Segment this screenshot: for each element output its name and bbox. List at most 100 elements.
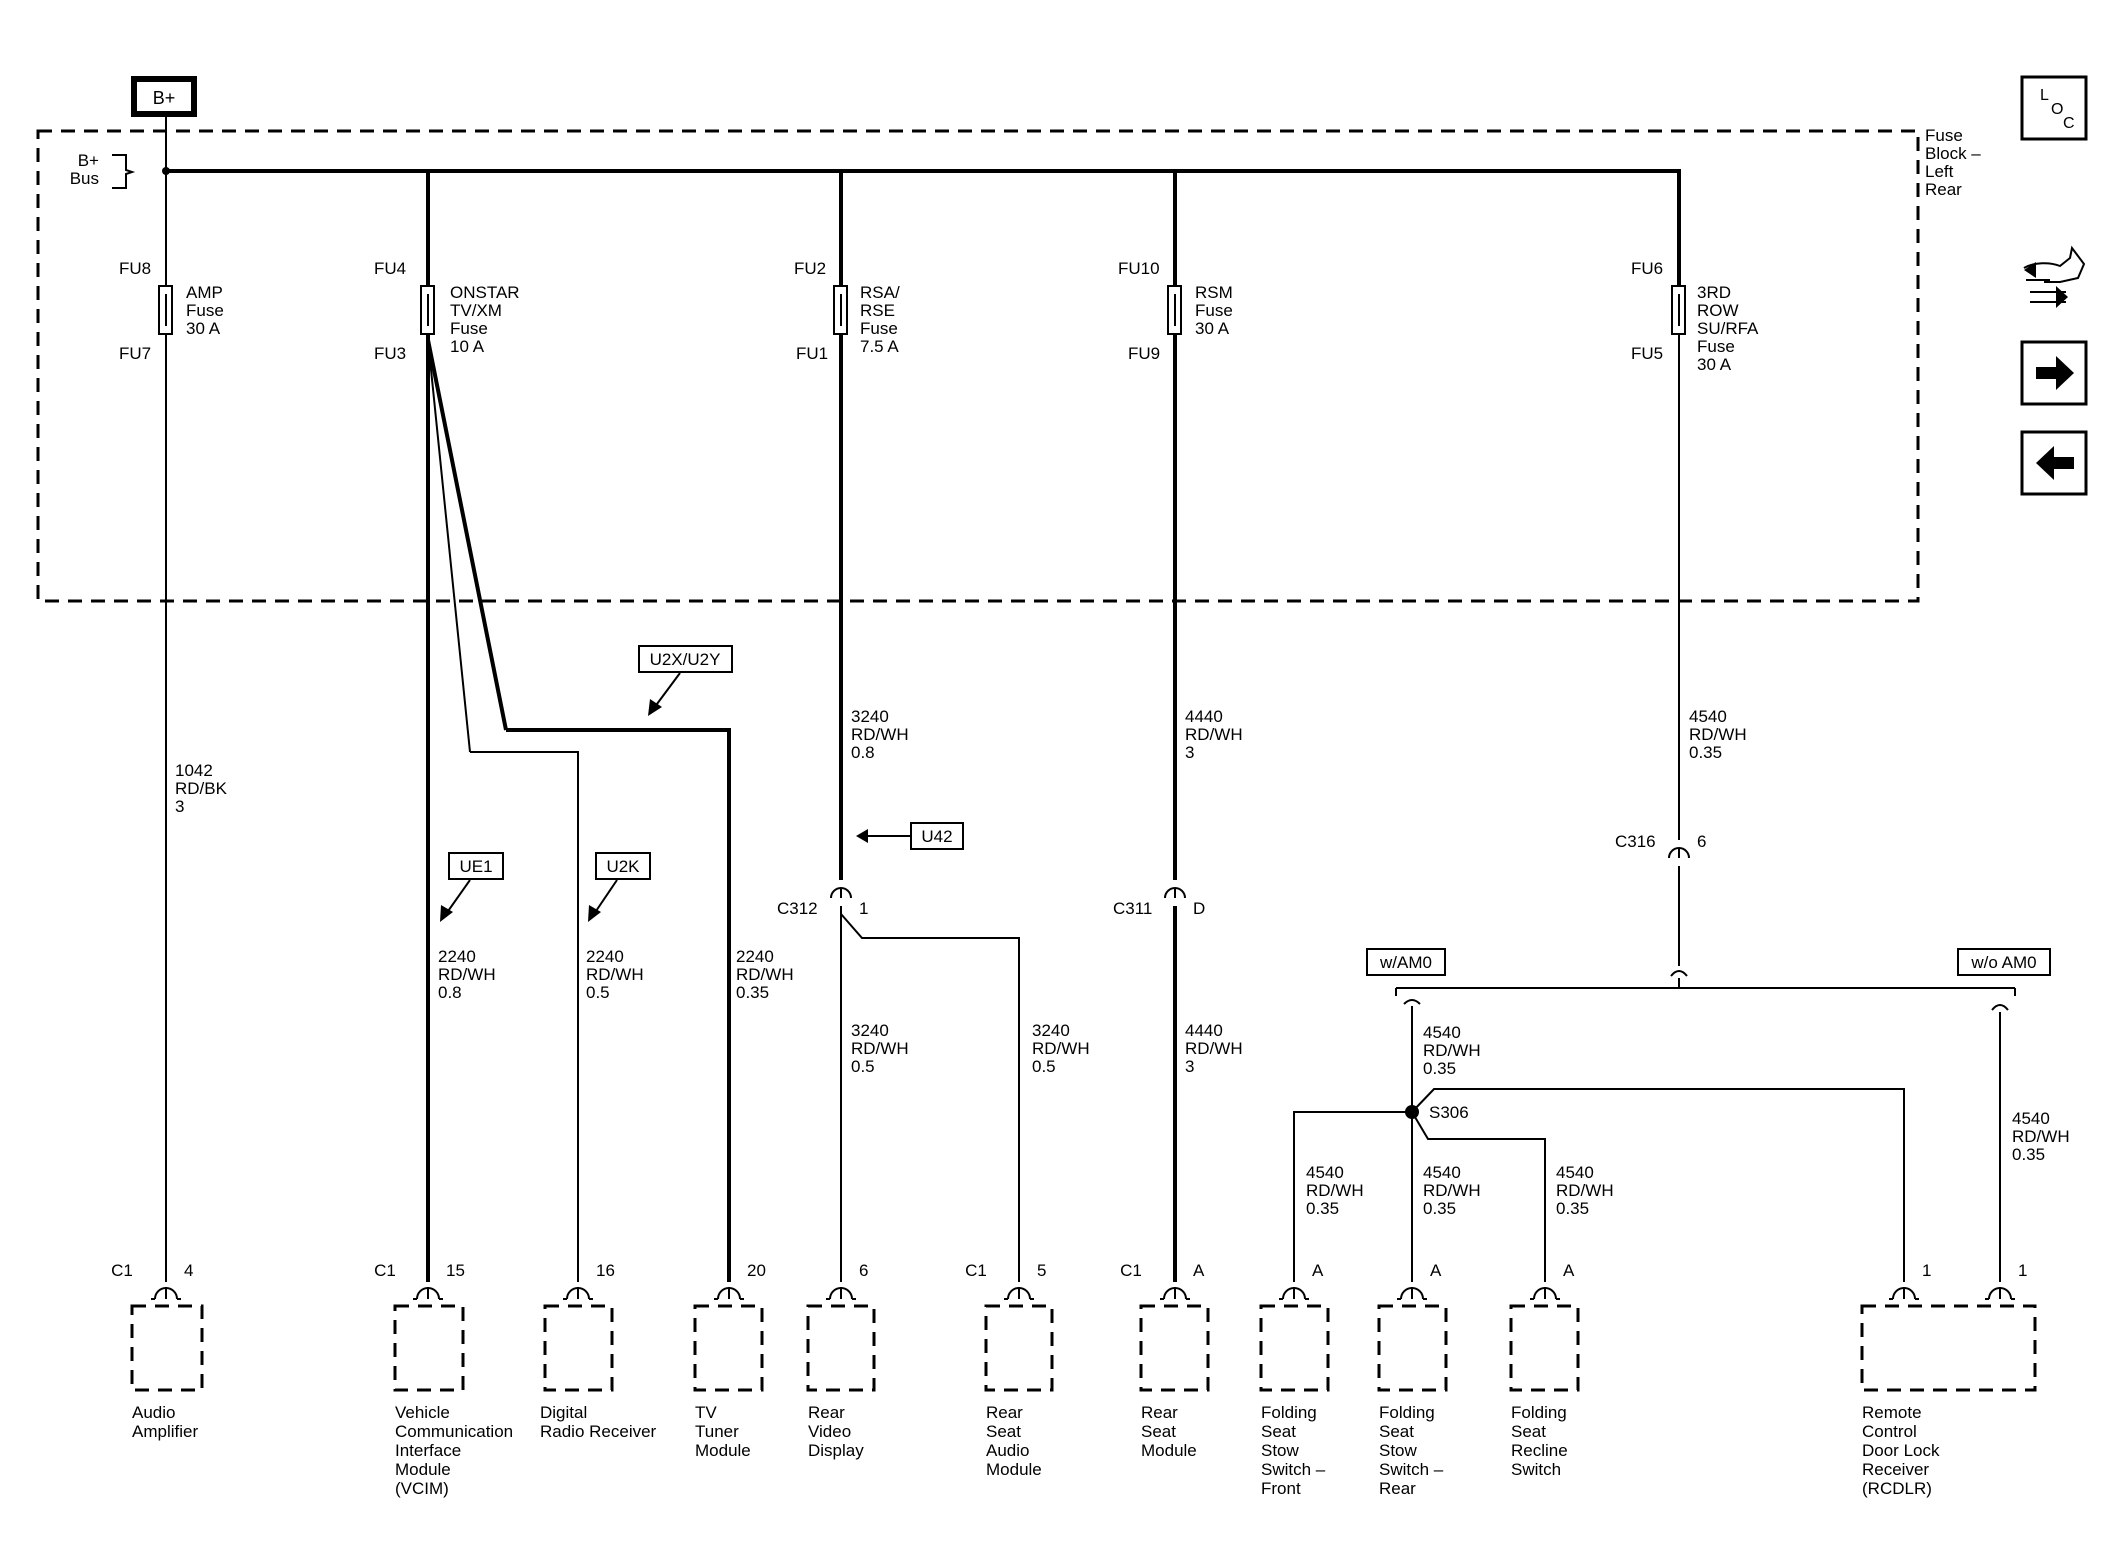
svg-text:Fuse: Fuse	[450, 319, 488, 338]
connector-c311: C311 D	[1113, 887, 1205, 918]
pin-label: A	[1193, 1261, 1205, 1280]
svg-text:3240: 3240	[851, 1021, 889, 1040]
svg-text:Fuse: Fuse	[186, 301, 224, 320]
modules-layer: 4C1AudioAmplifier15C1VehicleCommunicatio…	[111, 1261, 2037, 1498]
module-label: Front	[1261, 1479, 1301, 1498]
module-label: Module	[395, 1460, 451, 1479]
svg-text:RD/WH: RD/WH	[736, 965, 794, 984]
module-label: Rear	[986, 1403, 1023, 1422]
option-tag-u2x: U2X/U2Y	[638, 645, 733, 716]
svg-text:2240: 2240	[736, 947, 774, 966]
module-box	[984, 1304, 1054, 1392]
svg-text:3: 3	[175, 797, 184, 816]
bus-label-line: B+	[78, 151, 99, 170]
circuit-3rd-row: 4540 RD/WH 0.35 C316 6 w/AM0 w/o AM0 454…	[1293, 334, 2070, 1282]
next-page-button[interactable]	[2020, 340, 2088, 406]
svg-text:0.35: 0.35	[1423, 1059, 1456, 1078]
module-connector: 1	[1985, 1261, 2027, 1300]
module-box	[1139, 1304, 1210, 1392]
svg-text:C311: C311	[1113, 899, 1152, 918]
circuit-rsm: 4440 RD/WH 3 C311 D 4440 RD/WH 3	[1113, 171, 1243, 1282]
connector-label: C1	[965, 1261, 987, 1280]
module-label: Amplifier	[132, 1422, 198, 1441]
module-label: Module	[1141, 1441, 1197, 1460]
module-label: Audio	[132, 1403, 175, 1422]
fuse-rsa-rse: FU2 FU1 RSA/ RSE Fuse 7.5 A	[794, 259, 900, 363]
module-label: Seat	[986, 1422, 1021, 1441]
svg-text:0.8: 0.8	[851, 743, 875, 762]
module-label: TV	[695, 1403, 717, 1422]
module-label: Seat	[1141, 1422, 1176, 1441]
svg-text:0.8: 0.8	[438, 983, 462, 1002]
circuit-rsa-rse: 3240 RD/WH 0.8 U42 C312 1 3240 RD/WH 0.5…	[777, 171, 1090, 1282]
svg-text:0.35: 0.35	[1689, 743, 1722, 762]
connector-label: C1	[1120, 1261, 1142, 1280]
svg-text:RD/WH: RD/WH	[586, 965, 644, 984]
circuit-amp: 1042 RD/BK 3	[165, 171, 228, 1282]
pin-label: 20	[747, 1261, 766, 1280]
option-tag-ue1: UE1	[440, 852, 504, 922]
loc-button[interactable]: L O C	[2020, 75, 2088, 141]
module-label: Rear	[1379, 1479, 1416, 1498]
fuse-block-label-line: Rear	[1925, 180, 1962, 199]
svg-text:C312: C312	[777, 899, 818, 918]
module-connector: 15C1VehicleCommunicationInterfaceModule(…	[374, 1261, 513, 1498]
module-label: Folding	[1379, 1403, 1435, 1422]
svg-text:RD/WH: RD/WH	[1185, 725, 1243, 744]
module-box	[1509, 1304, 1580, 1392]
svg-text:U2X/U2Y: U2X/U2Y	[650, 650, 721, 669]
svg-text:3: 3	[1185, 1057, 1194, 1076]
connector-c316: C316 6	[1615, 832, 1706, 859]
svg-text:FU9: FU9	[1128, 344, 1160, 363]
prev-page-button[interactable]	[2020, 430, 2088, 496]
svg-text:4540: 4540	[1689, 707, 1727, 726]
svg-text:FU10: FU10	[1118, 259, 1160, 278]
svg-text:0.35: 0.35	[2012, 1145, 2045, 1164]
svg-text:ROW: ROW	[1697, 301, 1739, 320]
module-label: Stow	[1379, 1441, 1418, 1460]
module-box	[1259, 1304, 1330, 1392]
module-label: Stow	[1261, 1441, 1300, 1460]
option-tag-u42: U42	[856, 822, 964, 850]
svg-text:RD/WH: RD/WH	[851, 725, 909, 744]
pin-label: A	[1312, 1261, 1324, 1280]
svg-text:7.5 A: 7.5 A	[860, 337, 899, 356]
fuse-block-label-line: Left	[1925, 162, 1954, 181]
svg-text:4540: 4540	[1556, 1163, 1594, 1182]
svg-text:SU/RFA: SU/RFA	[1697, 319, 1759, 338]
pin-label: A	[1563, 1261, 1575, 1280]
svg-text:3240: 3240	[1032, 1021, 1070, 1040]
svg-text:RD/WH: RD/WH	[851, 1039, 909, 1058]
connector-c312: C312 1	[777, 887, 868, 918]
svg-text:4540: 4540	[1423, 1023, 1461, 1042]
svg-text:0.5: 0.5	[586, 983, 610, 1002]
module-label: Recline	[1511, 1441, 1568, 1460]
fuse-block-label: Fuse Block – Left Rear	[1925, 126, 1981, 199]
connector-view-icon[interactable]	[2023, 245, 2086, 308]
svg-text:U2K: U2K	[606, 857, 640, 876]
module-label: Switch –	[1261, 1460, 1326, 1479]
svg-text:w/o AM0: w/o AM0	[1970, 953, 2036, 972]
svg-text:30 A: 30 A	[1195, 319, 1230, 338]
svg-text:S306: S306	[1429, 1103, 1469, 1122]
module-label: Remote	[1862, 1403, 1922, 1422]
module-label: Vehicle	[395, 1403, 450, 1422]
fuse-onstar: FU4 FU3 ONSTAR TV/XM Fuse 10 A	[374, 259, 520, 363]
svg-text:ONSTAR: ONSTAR	[450, 283, 520, 302]
svg-text:4540: 4540	[1423, 1163, 1461, 1182]
module-label: (RCDLR)	[1862, 1479, 1932, 1498]
svg-text:C: C	[2063, 115, 2075, 132]
pin-label: 5	[1037, 1261, 1046, 1280]
svg-text:RSE: RSE	[860, 301, 895, 320]
svg-text:FU6: FU6	[1631, 259, 1663, 278]
bus-label-line: Bus	[70, 169, 99, 188]
svg-text:0.35: 0.35	[1423, 1199, 1456, 1218]
svg-text:30 A: 30 A	[1697, 355, 1732, 374]
fuse-block-boundary	[36, 129, 1920, 603]
pin-label: 4	[184, 1261, 193, 1280]
svg-text:RD/WH: RD/WH	[1306, 1181, 1364, 1200]
svg-text:RSM: RSM	[1195, 283, 1233, 302]
